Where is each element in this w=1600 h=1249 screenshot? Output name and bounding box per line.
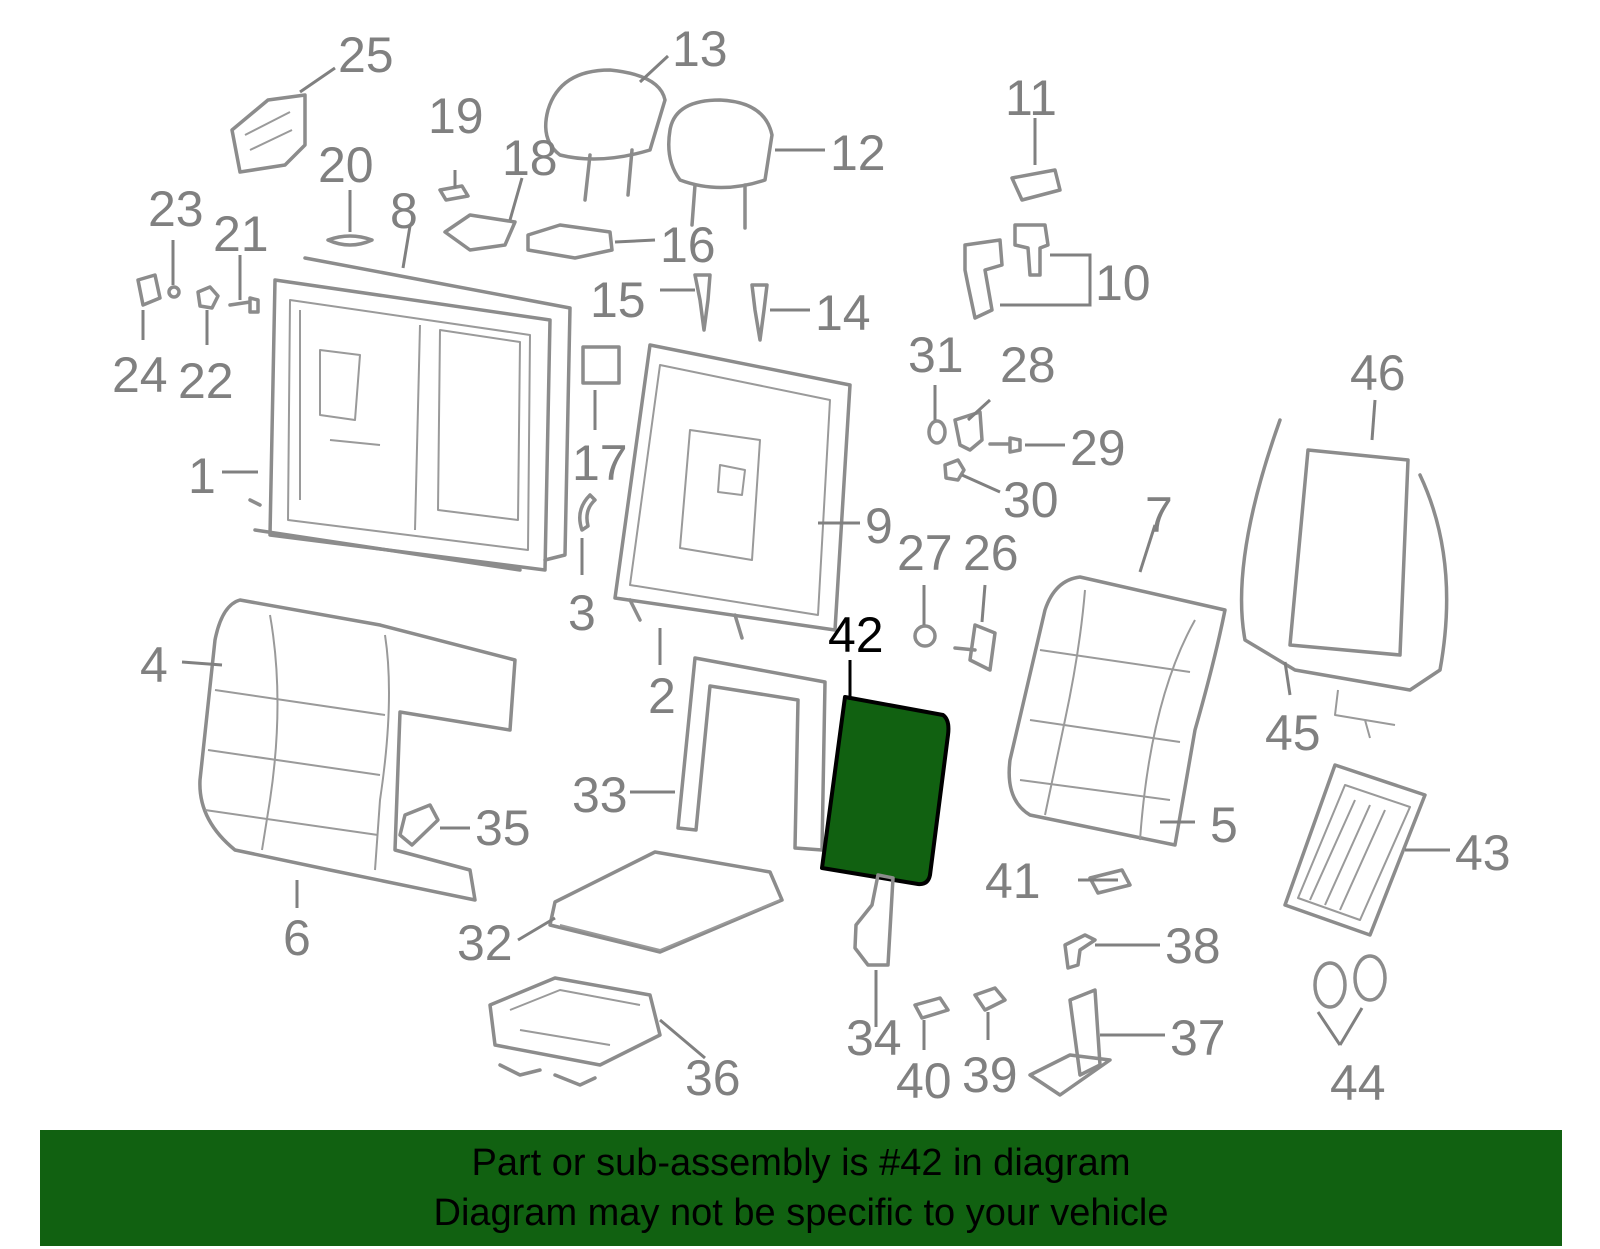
callout-22: 22	[178, 353, 234, 409]
callout-13: 13	[672, 21, 728, 77]
callout-43: 43	[1455, 825, 1511, 881]
part-18-shape	[443, 213, 517, 252]
part-46-shape	[1239, 418, 1449, 739]
callout-15: 15	[590, 272, 646, 328]
callout-5: 5	[1210, 797, 1238, 853]
callout-38: 38	[1165, 918, 1221, 974]
part-44-shape-a	[1313, 961, 1347, 1009]
part-4-shape	[198, 598, 517, 902]
part-14-shape	[750, 283, 769, 342]
part-10-shape	[963, 223, 1050, 320]
callout-20: 20	[318, 137, 374, 193]
banner-line-2: Diagram may not be specific to your vehi…	[433, 1192, 1169, 1234]
callout-2: 2	[648, 668, 676, 724]
part-41-shape	[1088, 868, 1132, 895]
callout-27: 27	[897, 525, 953, 581]
part-27-shape	[913, 624, 937, 648]
part-9-shape	[613, 343, 852, 640]
callout-30: 30	[1003, 472, 1059, 528]
part-40-shape	[913, 996, 950, 1020]
part-22-shape	[196, 285, 220, 310]
callout-21: 21	[213, 206, 269, 262]
banner-line-1: Part or sub-assembly is #42 in diagram	[471, 1142, 1131, 1184]
callout-23: 23	[148, 181, 204, 237]
part-17-shape	[581, 345, 621, 385]
callout-41: 41	[985, 853, 1041, 909]
part-26-shape	[953, 623, 997, 672]
part-15-shape	[693, 273, 712, 332]
part-43-shape	[1283, 763, 1427, 937]
callout-4: 4	[140, 637, 168, 693]
callout-24: 24	[112, 347, 168, 403]
part-11-shape	[1010, 168, 1062, 202]
callout-40: 40	[896, 1053, 952, 1109]
callout-25: 25	[338, 27, 394, 83]
callout-36: 36	[685, 1050, 741, 1106]
callout-11: 11	[1005, 70, 1057, 126]
callout-34: 34	[846, 1010, 902, 1066]
part-8-shape	[303, 256, 572, 562]
callout-numbers: 25 13 12 11 10 20 19 18 8 16 15 14 23 21…	[112, 21, 1511, 1111]
part-33-shape	[676, 656, 827, 852]
part-44-shape-b	[1353, 954, 1387, 1002]
callout-16: 16	[660, 217, 716, 273]
part-23-shape	[167, 285, 181, 299]
part-29-shape	[988, 436, 1022, 454]
part-21-shape	[228, 296, 260, 314]
part-31-shape	[927, 419, 947, 445]
callout-42: 42	[828, 607, 884, 663]
part-24-shape	[136, 273, 162, 307]
callout-29: 29	[1070, 420, 1126, 476]
callout-32: 32	[457, 915, 513, 971]
callout-17: 17	[572, 435, 628, 491]
callout-3: 3	[568, 585, 596, 641]
callout-19: 19	[428, 88, 484, 144]
leader-lines	[141, 54, 1450, 1060]
callout-9: 9	[865, 498, 893, 554]
info-banner: Part or sub-assembly is #42 in diagram D…	[40, 1130, 1562, 1246]
part-32-shape	[548, 850, 784, 954]
part-42-highlight	[820, 695, 951, 887]
part-20-shape	[326, 234, 374, 247]
part-12-shape	[667, 98, 774, 230]
part-34-shape	[853, 873, 895, 967]
part-3-shape	[578, 493, 597, 532]
callout-33: 33	[572, 767, 628, 823]
part-16-shape	[526, 223, 614, 260]
callout-39: 39	[962, 1047, 1018, 1103]
callout-45: 45	[1265, 705, 1321, 761]
callout-28: 28	[1000, 337, 1056, 393]
callout-14: 14	[815, 285, 871, 341]
part-37-shape	[1028, 988, 1112, 1097]
callout-7: 7	[1145, 487, 1173, 543]
part-39-shape	[973, 986, 1007, 1012]
callout-31: 31	[908, 327, 964, 383]
part-13-shape	[544, 68, 667, 202]
part-38-shape	[1063, 933, 1097, 970]
callout-6: 6	[283, 910, 311, 966]
callout-10: 10	[1095, 255, 1151, 311]
part-30-shape	[943, 458, 966, 482]
callout-44: 44	[1330, 1055, 1386, 1111]
callout-37: 37	[1170, 1010, 1226, 1066]
callout-1: 1	[188, 448, 216, 504]
part-36-shape	[488, 976, 662, 1087]
part-35-shape	[398, 803, 440, 847]
seat-parts-diagram: 25 13 12 11 10 20 19 18 8 16 15 14 23 21…	[112, 21, 1511, 1111]
callout-8: 8	[390, 183, 418, 239]
callout-12: 12	[830, 125, 886, 181]
callout-26: 26	[963, 525, 1019, 581]
callout-35: 35	[475, 800, 531, 856]
part-1-shape	[248, 278, 552, 572]
part-7-shape	[1007, 575, 1227, 847]
part-25-shape	[230, 93, 307, 174]
callout-18: 18	[502, 130, 558, 186]
part-19-shape	[438, 184, 470, 202]
callout-46: 46	[1350, 345, 1406, 401]
